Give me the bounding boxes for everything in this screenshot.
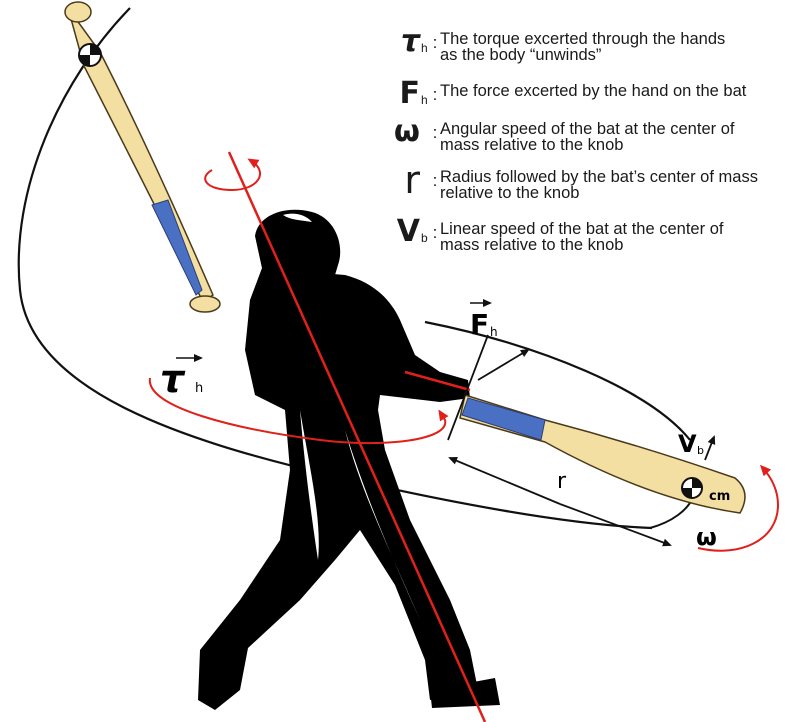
legend-text-vb-2: mass relative to the knob [440, 236, 624, 254]
vb-label: V [678, 430, 697, 458]
legend-sub-vb: b [421, 231, 428, 245]
cm-label: cm [709, 489, 730, 504]
legend-text-torque-1: The torque excerted through the hands [440, 30, 726, 48]
tau-label-sub: h [195, 381, 203, 396]
omega-arc [697, 464, 780, 552]
legend-text-radius-2: relative to the knob [440, 184, 580, 202]
r-arrow-head-right [559, 503, 672, 547]
legend-row-radius: r : Radius followed by the bat’s center … [386, 158, 796, 217]
tau-label: τ [160, 357, 186, 401]
swing-path-outer [17, 7, 653, 530]
batter-silhouette [198, 209, 500, 710]
omega-label: ω [696, 523, 717, 551]
legend-sub-tau: h [421, 41, 428, 55]
legend-sub-f: h [421, 93, 428, 107]
torque-arc [148, 377, 449, 445]
legend-text-radius-1: Radius followed by the bat’s center of m… [440, 168, 758, 186]
fh-reference-line [447, 334, 489, 441]
legend-text-torque-2: as the body “unwinds” [440, 46, 602, 64]
r-arrow-head-left [448, 457, 561, 505]
legend-text-omega-1: Angular speed of the bat at the center o… [440, 120, 735, 138]
bat-start-position [64, 1, 221, 313]
fh-arrow [477, 348, 530, 381]
legend-text-omega-2: mass relative to the knob [440, 136, 624, 154]
silhouette-highlights [283, 213, 420, 620]
legend-symbol-vb: V [396, 214, 420, 249]
fh-label-sub: h [490, 325, 498, 339]
axis-rotation-arrow [204, 158, 261, 192]
vb-label-sub: b [697, 444, 704, 457]
legend-row-omega: ω : Angular speed of the bat at the cent… [386, 117, 796, 165]
legend-symbol-f: F [399, 76, 421, 111]
legend-text-vb-1: Linear speed of the bat at the center of [440, 220, 724, 238]
vb-arrow [704, 435, 716, 461]
fh-label: F [470, 308, 489, 341]
legend-text-force-1: The force excerted by the hand on the ba… [440, 82, 747, 100]
rotation-axis [227, 151, 487, 722]
legend-symbol-omega: ω [393, 114, 420, 149]
hand-torque-line [404, 370, 471, 392]
legend-symbol-r: r [404, 158, 420, 202]
bat-contact-position [459, 394, 746, 514]
legend-symbol-tau: τ [400, 24, 420, 59]
swing-path-inner [424, 320, 691, 441]
r-label: r [557, 469, 567, 494]
